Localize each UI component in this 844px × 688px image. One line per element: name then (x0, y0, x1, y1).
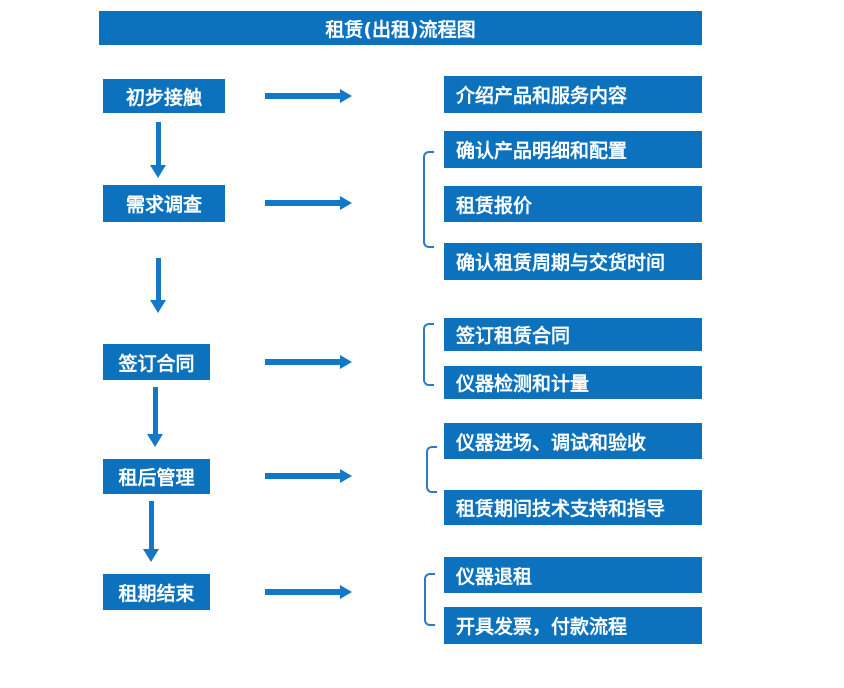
step-box-post-rental-mgmt: 租后管理 (103, 459, 210, 494)
detail-box-tech-support: 租赁期间技术支持和指导 (444, 490, 702, 525)
arrow-head (147, 434, 163, 447)
arrow-head (340, 196, 352, 210)
arrow-shaft (156, 122, 161, 166)
page-title: 租赁(出租)流程图 (99, 11, 702, 45)
detail-box-instrument-testing: 仪器检测和计量 (444, 366, 702, 399)
arrow-right-icon (265, 196, 352, 210)
arrow-shaft (153, 387, 158, 435)
arrow-head (150, 300, 166, 313)
group-bracket (423, 151, 434, 248)
arrow-down-icon (150, 258, 167, 313)
detail-box-confirm-period: 确认租赁周期与交货时间 (444, 243, 702, 280)
arrow-head (340, 585, 352, 599)
arrow-head (143, 549, 159, 562)
detail-box-confirm-product-spec: 确认产品明细和配置 (444, 131, 702, 168)
group-bracket (424, 573, 435, 626)
step-box-demand-survey: 需求调查 (103, 185, 225, 222)
detail-box-sign-rental-contract: 签订租赁合同 (444, 318, 702, 351)
arrow-right-icon (265, 585, 352, 599)
arrow-down-icon (143, 501, 160, 562)
detail-box-instrument-setup: 仪器进场、调试和验收 (444, 423, 702, 459)
step-box-sign-contract: 签订合同 (103, 344, 210, 380)
arrow-shaft (265, 473, 341, 479)
step-box-rental-end: 租期结束 (103, 574, 210, 610)
detail-box-rental-quote: 租赁报价 (444, 186, 702, 222)
group-bracket (423, 323, 434, 386)
arrow-right-icon (265, 469, 352, 483)
detail-box-instrument-return: 仪器退租 (444, 557, 702, 593)
group-bracket (426, 446, 437, 493)
arrow-head (340, 89, 352, 103)
arrow-head (340, 355, 352, 369)
arrow-head (340, 469, 352, 483)
step-box-initial-contact: 初步接触 (103, 79, 225, 113)
arrow-down-icon (147, 387, 164, 447)
arrow-right-icon (265, 89, 352, 103)
arrow-shaft (265, 93, 341, 99)
arrow-head (150, 165, 166, 178)
arrow-shaft (149, 501, 154, 550)
arrow-shaft (156, 258, 161, 301)
arrow-right-icon (265, 355, 352, 369)
detail-box-invoice-payment: 开具发票，付款流程 (444, 607, 702, 644)
arrow-shaft (265, 589, 341, 595)
detail-box-introduce-products: 介绍产品和服务内容 (444, 76, 702, 113)
arrow-shaft (265, 359, 341, 365)
arrow-shaft (265, 200, 341, 206)
arrow-down-icon (150, 122, 167, 178)
